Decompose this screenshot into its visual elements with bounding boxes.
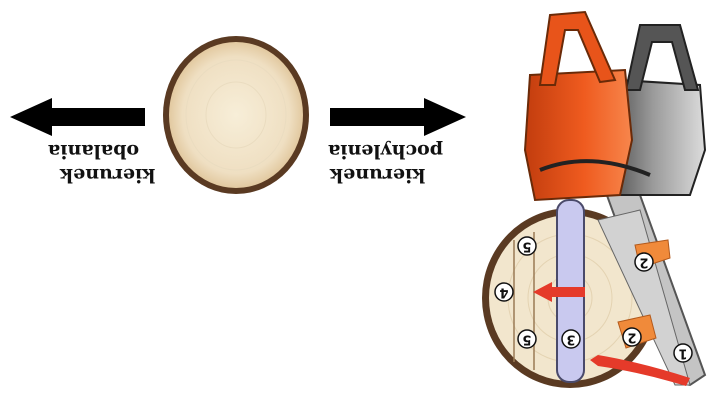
svg-text:2: 2 bbox=[639, 255, 648, 270]
lean-direction-label-line2: pochylenia bbox=[328, 141, 443, 161]
cut-number-3: 3 bbox=[562, 330, 580, 348]
svg-text:5: 5 bbox=[522, 239, 531, 254]
svg-text:2: 2 bbox=[627, 330, 636, 345]
svg-text:3: 3 bbox=[566, 332, 575, 347]
lean-direction-label-line1: kierunek bbox=[330, 165, 425, 185]
svg-text:5: 5 bbox=[522, 332, 531, 347]
right-arrow-icon bbox=[330, 98, 466, 136]
cut-number-5-top: 5 bbox=[518, 237, 536, 255]
felling-direction-label-line1: kierunek bbox=[60, 165, 155, 185]
felling-direction-label-line2: obalania bbox=[48, 141, 139, 161]
cut-number-4: 4 bbox=[495, 283, 513, 301]
cut-number-2-top: 2 bbox=[635, 253, 653, 271]
cut-number-1: 1 bbox=[674, 344, 692, 362]
log-cross-section-icon bbox=[163, 36, 309, 194]
svg-text:4: 4 bbox=[499, 285, 508, 300]
svg-text:1: 1 bbox=[678, 346, 687, 361]
left-arrow-icon bbox=[10, 98, 145, 136]
cut-number-5-bottom: 5 bbox=[518, 330, 536, 348]
cut-number-2-bottom: 2 bbox=[623, 328, 641, 346]
